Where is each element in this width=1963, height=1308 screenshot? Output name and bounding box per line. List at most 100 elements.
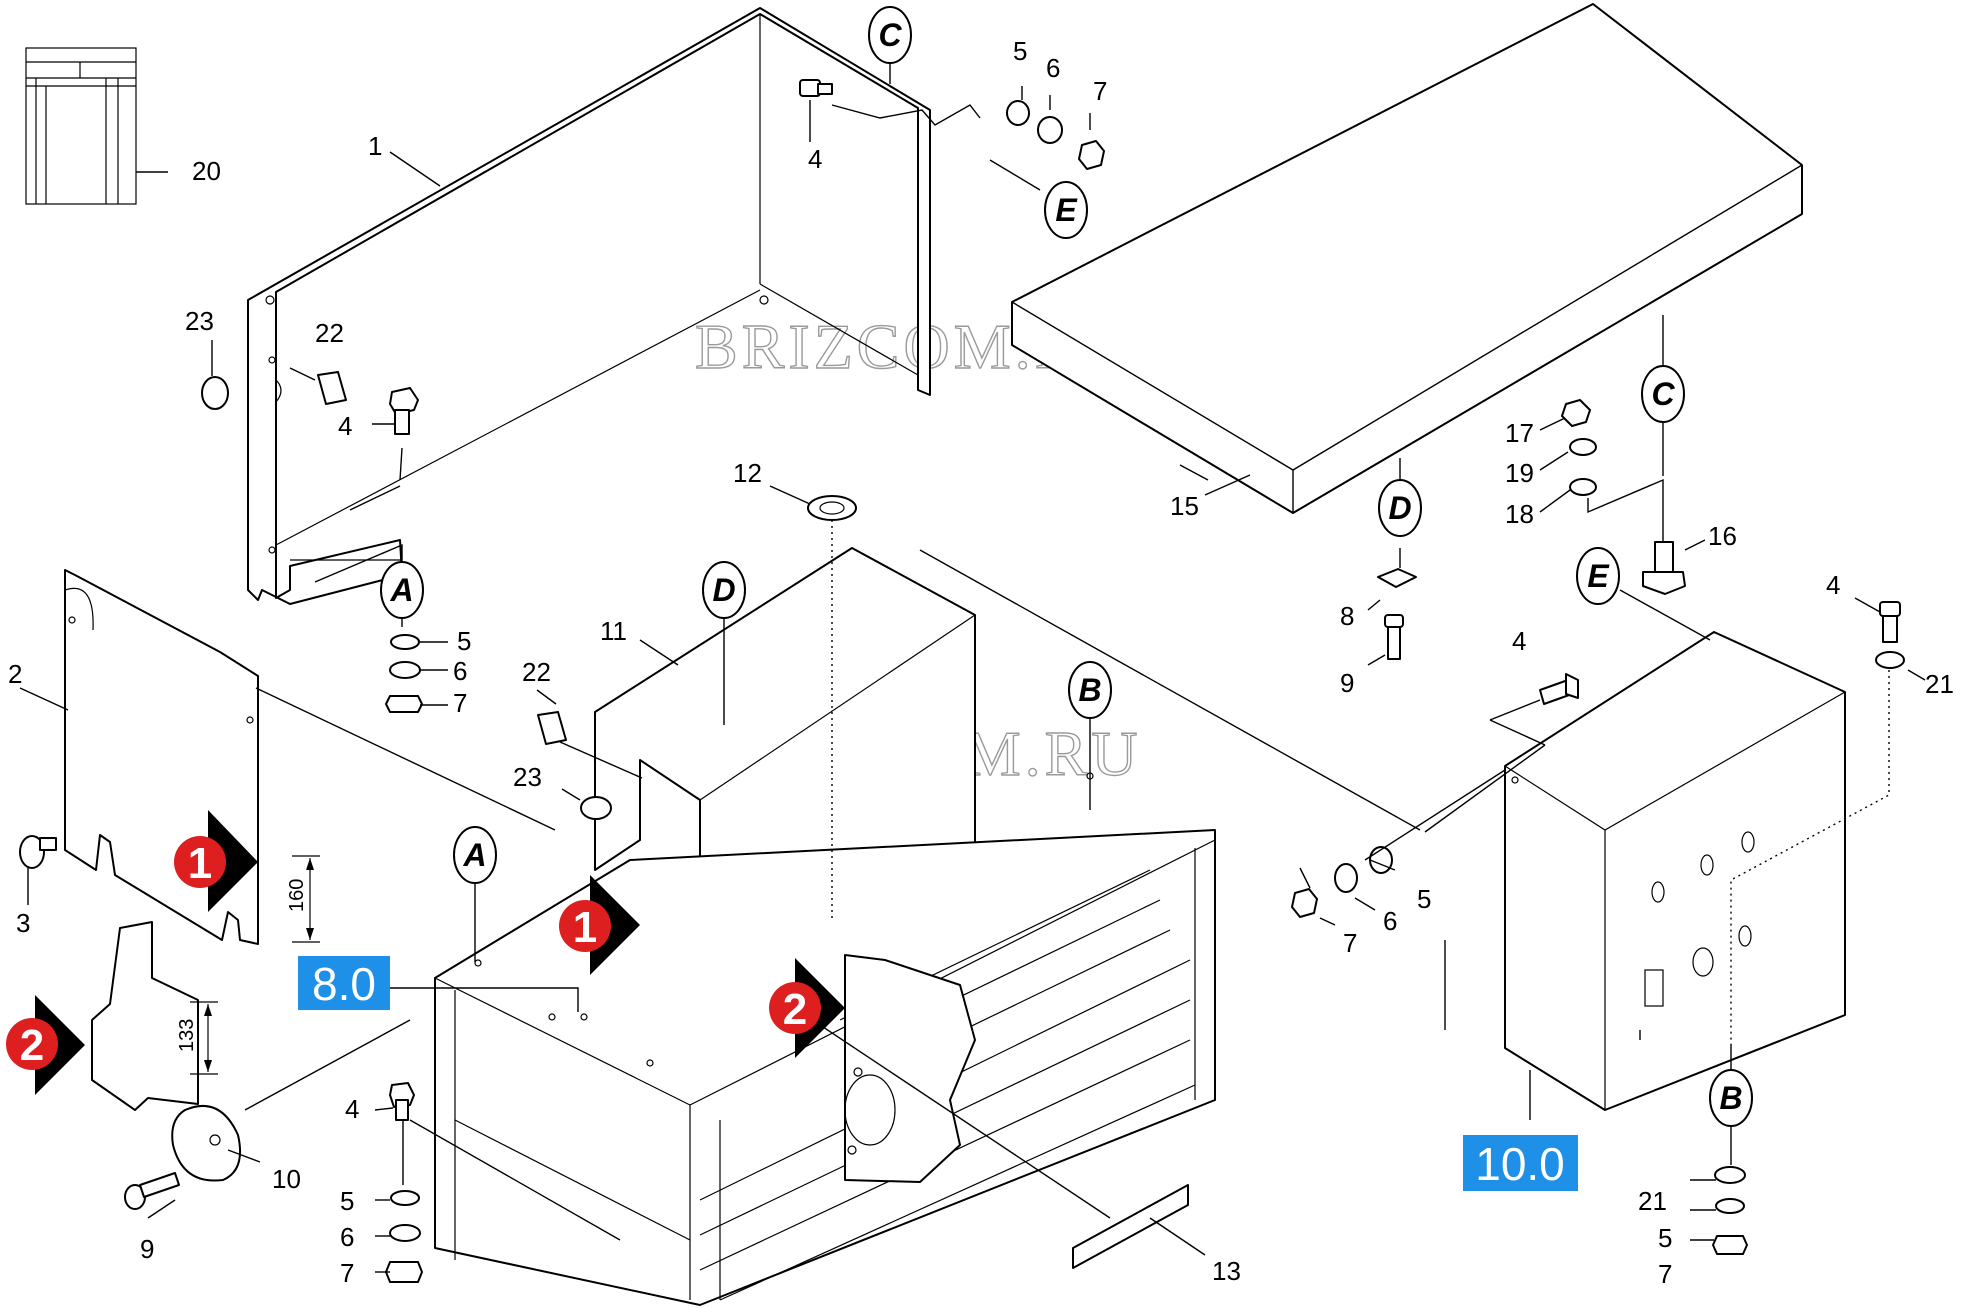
ref-c-right-label: C [1651, 376, 1675, 412]
callout-23-left: 23 [185, 306, 214, 336]
callout-3: 3 [16, 908, 30, 938]
ref-e-top-label: E [1055, 192, 1078, 228]
part-1-panel [247, 7, 931, 605]
bolt-4-top [799, 79, 833, 97]
step-marker-2-left: 2 [6, 995, 85, 1095]
main-frame [434, 772, 1216, 1306]
callout-5-top: 5 [1013, 36, 1027, 66]
ref-ellipse-c-top: C [868, 6, 912, 64]
leader-lines [19, 60, 1926, 1273]
bolt-9-bottom [124, 1172, 180, 1210]
clip-22-middle [537, 711, 567, 745]
ref-ellipse-e-top: E [1044, 181, 1088, 239]
callout-9-bottom: 9 [140, 1234, 154, 1264]
washer-21-bottom-right [1714, 1166, 1746, 1184]
ref-b-middle-label: B [1078, 672, 1101, 708]
step-marker-1-left-label: 1 [188, 839, 212, 888]
callout-4-right: 4 [1826, 570, 1840, 600]
callout-18: 18 [1505, 499, 1534, 529]
hardware-group [19, 79, 1905, 1283]
nut-7-a [385, 695, 423, 713]
lockwasher-6-a [389, 661, 421, 679]
callout-4-left: 4 [338, 411, 352, 441]
callout-9-d: 9 [1340, 668, 1354, 698]
part-2-cutout-shape [91, 921, 199, 1111]
callout-7-bottom-right: 7 [1658, 1259, 1672, 1289]
dimension-160: 160 [286, 855, 320, 943]
section-label-10-0-text: 10.0 [1475, 1138, 1565, 1190]
part-13-label-strip [1072, 1184, 1189, 1269]
section-label-8-0[interactable]: 8.0 [298, 956, 390, 1010]
bolt-4-left [389, 387, 419, 435]
callout-13: 13 [1212, 1256, 1241, 1286]
step-marker-1-middle-label: 1 [573, 903, 597, 952]
callout-4-middle-right: 4 [1512, 626, 1526, 656]
cage-nut-8 [1377, 568, 1417, 588]
ref-ellipse-b-right: B [1709, 1069, 1753, 1127]
washer-18 [1569, 478, 1597, 496]
ref-ellipse-c-right: C [1641, 365, 1685, 423]
clip-22-left [317, 371, 347, 405]
callout-5-bottom-right: 5 [1658, 1223, 1672, 1253]
callout-4-top: 4 [808, 144, 822, 174]
knob-3 [19, 835, 57, 869]
lockwasher-6-middle-right [1334, 863, 1358, 893]
nut-7-middle-right [1291, 888, 1318, 918]
ref-ellipse-a-lower: A [453, 826, 497, 884]
callout-21-right: 21 [1925, 669, 1954, 699]
washer-5-middle-right [1369, 846, 1393, 874]
dimension-160-label: 160 [286, 879, 308, 912]
callout-6-top: 6 [1046, 53, 1060, 83]
callout-7-bottom: 7 [340, 1258, 354, 1288]
lockwasher-6-bottom [389, 1224, 421, 1242]
callout-1: 1 [368, 131, 382, 161]
part-control-box [1504, 631, 1846, 1111]
ref-ellipse-e-right: E [1576, 547, 1620, 605]
callout-11: 11 [600, 616, 627, 646]
callout-5-middle-right: 5 [1417, 884, 1431, 914]
ref-b-right-label: B [1719, 1080, 1742, 1116]
washer-5-top [1006, 100, 1030, 126]
step-marker-1-middle: 1 [559, 875, 640, 975]
dimension-133-label: 133 [176, 1019, 198, 1052]
part-10-cover-plate [171, 1105, 242, 1182]
callout-5-a: 5 [457, 626, 471, 656]
bolt-9-d [1384, 614, 1404, 660]
callout-20: 20 [192, 156, 221, 186]
section-label-8-0-text: 8.0 [312, 958, 376, 1010]
ref-ellipse-d-middle: D [702, 561, 746, 619]
callout-22-left: 22 [315, 318, 344, 348]
callout-17: 17 [1505, 418, 1534, 448]
ref-a-left-label: A [389, 572, 413, 608]
bolt-4-middle-right [1539, 673, 1579, 705]
callout-6-middle-right: 6 [1383, 906, 1397, 936]
callout-5-bottom: 5 [340, 1186, 354, 1216]
ref-ellipse-b-middle: B [1068, 661, 1112, 719]
nut-7-top [1078, 140, 1105, 170]
ref-ellipse-d-right: D [1378, 479, 1422, 537]
stud-16 [1642, 541, 1686, 595]
grommet-23-left [201, 376, 229, 410]
callout-16: 16 [1708, 521, 1737, 551]
part-15-top-cover [1011, 3, 1803, 514]
step-marker-1-left: 1 [174, 810, 258, 912]
ref-d-right-label: D [1388, 490, 1411, 526]
callout-23-middle: 23 [513, 762, 542, 792]
part-12-grommet [807, 495, 857, 918]
callout-21-bottom-right: 21 [1638, 1186, 1667, 1216]
nut-7-bottom-right [1712, 1235, 1748, 1255]
lockwasher-19 [1569, 438, 1597, 456]
step-marker-2-left-label: 2 [20, 1021, 44, 1070]
washer-5-bottom-right [1715, 1198, 1745, 1214]
nut-7-bottom [385, 1261, 423, 1283]
callout-6-bottom: 6 [340, 1222, 354, 1252]
nut-17 [1561, 399, 1591, 427]
section-label-10-0[interactable]: 10.0 [1463, 1135, 1578, 1191]
step-marker-2-middle: 2 [769, 958, 845, 1058]
lockwasher-6-top [1037, 116, 1063, 144]
washer-5-a [390, 634, 420, 650]
callout-22-middle: 22 [522, 657, 551, 687]
grommet-23-middle [580, 796, 612, 820]
callout-12: 12 [733, 458, 762, 488]
